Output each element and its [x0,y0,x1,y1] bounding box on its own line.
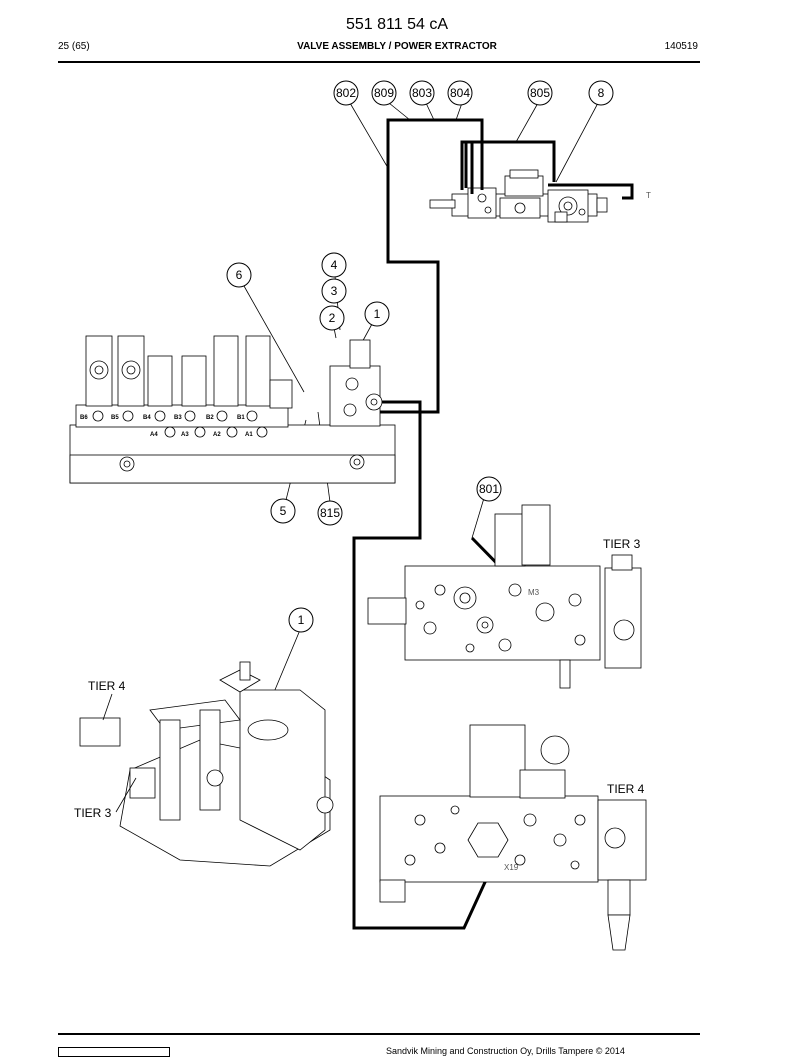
document-code: 140519 [664,41,698,52]
port-b3-label: B3 [174,415,182,421]
sandvik-logo [58,1047,170,1057]
tier3-left-label: TIER 3 [74,806,112,820]
port-a1-label: A1 [245,432,253,438]
port-b6-label: B6 [80,415,88,421]
header-rule [58,61,700,63]
callout-1-top: 1 [374,307,381,321]
port-a3-label: A3 [181,432,189,438]
callout-801: 801 [479,482,499,496]
tier4-valve-block [379,724,647,951]
valve-bank [69,335,396,484]
port-b5-label: B5 [111,415,119,421]
tier-leaders [102,693,137,813]
callout-6: 6 [236,268,243,282]
callout-804: 804 [450,86,470,100]
callout-5: 5 [280,504,287,518]
document-number: 551 811 54 cA [345,16,448,33]
callout-802: 802 [336,86,356,100]
port-b4-label: B4 [143,415,151,421]
callout-2: 2 [329,311,336,325]
callout-8: 8 [598,86,605,100]
port-a4-label: A4 [150,432,158,438]
port-m3-label: M3 [528,588,540,597]
callout-bubbles [226,80,614,633]
callout-809: 809 [374,86,394,100]
callout-4: 4 [331,258,338,272]
footer-copyright: Sandvik Mining and Construction Oy, Dril… [386,1046,625,1056]
page-title: VALVE ASSEMBLY / POWER EXTRACTOR [297,41,497,52]
port-a2-label: A2 [213,432,221,438]
callout-815: 815 [320,506,340,520]
machine-overview [79,661,334,867]
tier3-valve-block [367,504,642,689]
page-indicator: 25 (65) [58,41,90,52]
leader-lines [243,102,599,741]
valve-bank-ports [92,410,268,438]
tier4-right-label: TIER 4 [607,782,645,796]
port-t-label: T [646,191,651,200]
power-extractor-valve [429,169,608,223]
port-b2-label: B2 [206,415,214,421]
port-x19-label: X19 [504,863,519,872]
footer-rule [58,1033,700,1035]
tier4-left-label: TIER 4 [88,679,126,693]
callout-805: 805 [530,86,550,100]
callout-803: 803 [412,86,432,100]
callout-3: 3 [331,284,338,298]
callout-1-bottom: 1 [298,613,305,627]
port-b1-label: B1 [237,415,245,421]
tier3-right-label: TIER 3 [603,537,641,551]
